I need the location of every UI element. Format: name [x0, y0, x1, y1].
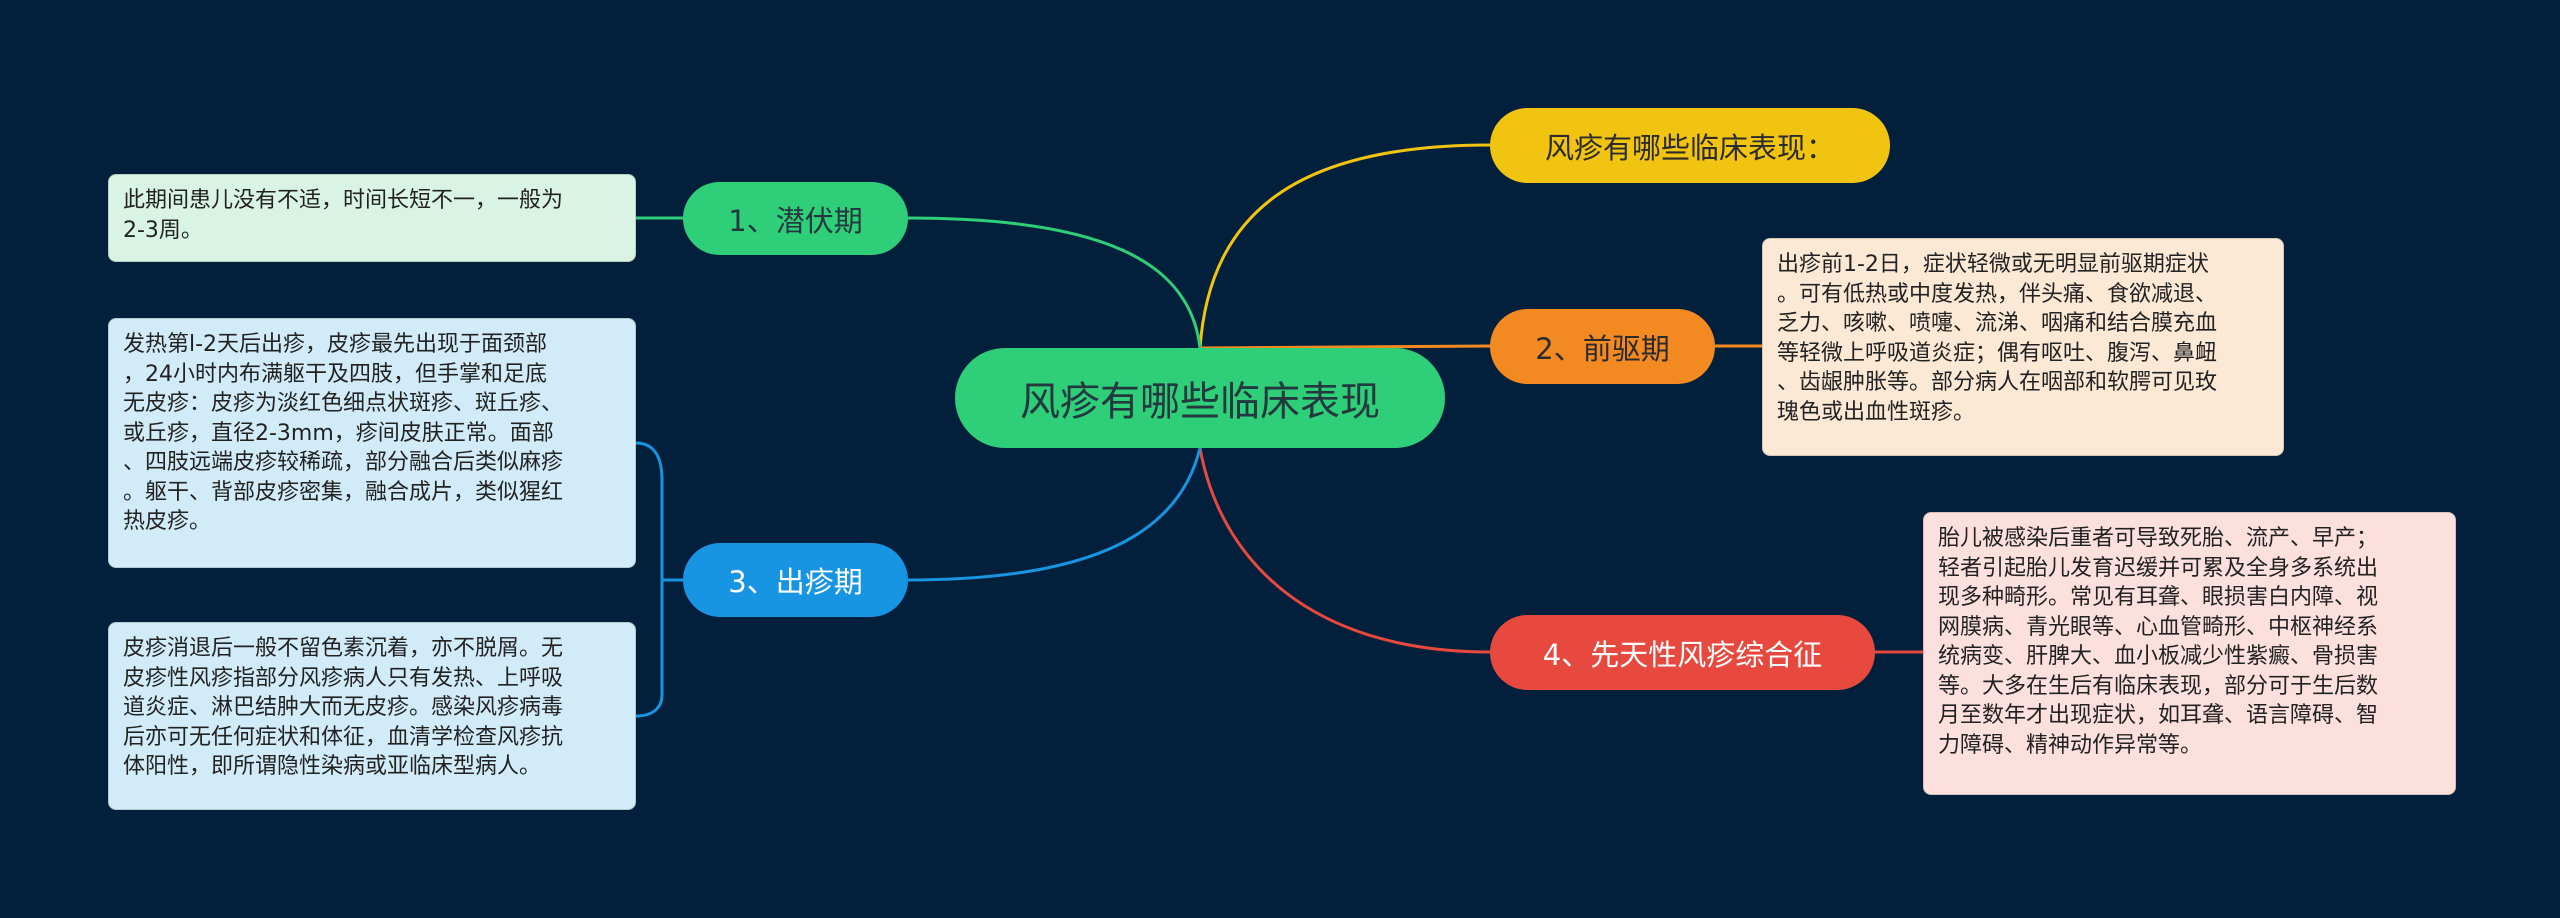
link-center-b3: [907, 447, 1202, 582]
central-topic[interactable]: 风疹有哪些临床表现: [955, 348, 1445, 448]
link-center-b4: [1198, 447, 1491, 654]
note-congenital-rubella[interactable]: 胎儿被感染后重者可导致死胎、流产、早产； 轻者引起胎儿发育迟缓并可累及全身多系统…: [1923, 512, 2456, 795]
branch-rash-period[interactable]: 3、出疹期: [683, 543, 908, 617]
note-rash-period-appearance[interactable]: 发热第l-2天后出疹，皮疹最先出现于面颈部 ，24小时内布满躯干及四肢，但手掌和…: [108, 318, 636, 568]
link-center-b2: [1199, 344, 1491, 350]
note-incubation-period[interactable]: 此期间患儿没有不适，时间长短不一，一般为 2-3周。: [108, 174, 636, 262]
note-prodromal-period[interactable]: 出疹前1-2日，症状轻微或无明显前驱期症状 。可有低热或中度发热，伴头痛、食欲减…: [1762, 238, 2284, 456]
link-center-b5: [1198, 143, 1491, 349]
link-center-b1: [907, 216, 1202, 349]
branch-clinical-manifestations[interactable]: 风疹有哪些临床表现：: [1490, 108, 1890, 183]
branch-congenital-rubella-syndrome[interactable]: 4、先天性风疹综合征: [1490, 615, 1875, 690]
branch-prodromal-period[interactable]: 2、前驱期: [1490, 309, 1715, 384]
note-rash-period-resolution[interactable]: 皮疹消退后一般不留色素沉着，亦不脱屑。无 皮疹性风疹指部分风疹病人只有发热、上呼…: [108, 622, 636, 810]
branch-incubation-period[interactable]: 1、潜伏期: [683, 182, 908, 255]
link-b3-n3: [635, 441, 683, 718]
